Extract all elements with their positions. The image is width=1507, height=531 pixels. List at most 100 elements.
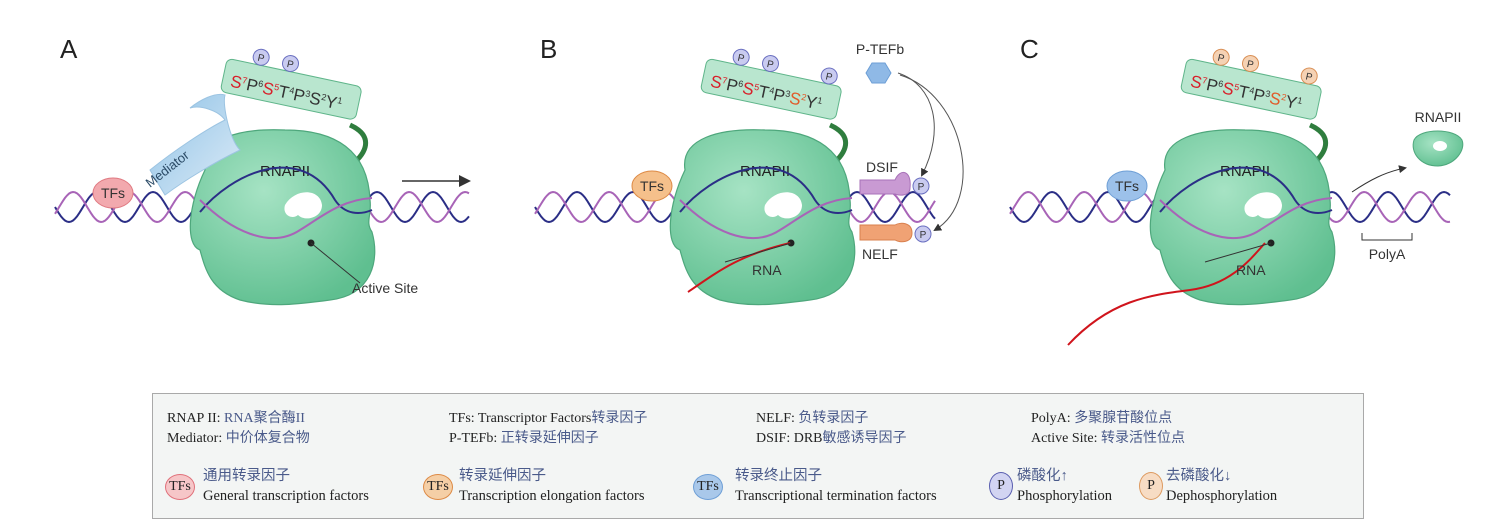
- phosphate-label: P: [286, 59, 295, 71]
- legend-key-cn: 去磷酸化↓: [1166, 468, 1232, 484]
- legend-key-en: General transcription factors: [203, 488, 369, 504]
- legend-desc: 转录活性位点: [1101, 431, 1185, 446]
- dephosphorylation-badge: P: [1139, 472, 1163, 500]
- ptefb-label: P-TEFb: [856, 41, 904, 57]
- legend-def-ptefb: P-TEFb: 正转录延伸因子: [449, 430, 599, 448]
- phosphorylation-badge: P: [989, 472, 1013, 500]
- legend-desc: 正转录延伸因子: [500, 431, 599, 446]
- rna-pointer: [1204, 242, 1272, 263]
- nelf-label: NELF: [862, 246, 898, 262]
- ctd-residue: T: [1237, 82, 1251, 103]
- ctd-position: 2: [1280, 92, 1287, 103]
- polymerase-label: RNAPII: [260, 163, 310, 180]
- released-polymerase-cleft: [1433, 141, 1447, 151]
- ctd-position: 2: [320, 92, 327, 103]
- ctd-phosphate-icon: [282, 55, 300, 73]
- ctd-position: 7: [1201, 75, 1208, 86]
- phosphate-label: P: [824, 71, 833, 83]
- ctd-position: 1: [1296, 95, 1303, 106]
- legend-def-dsif: DSIF: DRB敏感诱导因子: [756, 430, 907, 448]
- legend-term: Active Site:: [1031, 431, 1101, 446]
- ctd-phosphate-icon: [1242, 55, 1260, 73]
- phosphate-label: P: [920, 230, 927, 241]
- polymerase-cleft: [764, 192, 802, 219]
- panel-c: CRNAPIIS7P6S5T4P3S2Y1PPPRNATFsPolyARNAPI…: [1009, 34, 1464, 346]
- ctd-box: [700, 58, 842, 120]
- ctd-position: 2: [800, 92, 807, 103]
- rna-strand: [1067, 242, 1266, 346]
- release-arrow: [1351, 165, 1407, 193]
- ctd-phosphate-icon: [820, 67, 838, 85]
- ctd-position: 4: [768, 85, 775, 96]
- ctd-residue: S: [1268, 88, 1283, 109]
- ctd-sequence: S7P6S5T4P3S2Y1: [709, 72, 824, 114]
- legend-def-polya: PolyA: 多聚腺苷酸位点: [1031, 410, 1172, 428]
- tfs-label: TFs: [1115, 178, 1139, 194]
- dsif-label: DSIF: [866, 159, 898, 175]
- coding-strand: [1159, 197, 1333, 239]
- phosphate-label: P: [736, 53, 745, 65]
- elongation-tfs: [631, 170, 673, 202]
- ptefb-arrow-dsif: [897, 72, 935, 177]
- ctd-position: 4: [1248, 85, 1255, 96]
- ctd-position: 6: [737, 78, 744, 89]
- legend-key-en: Transcription elongation factors: [459, 488, 645, 504]
- ctd-position: 6: [257, 78, 264, 89]
- termination-tfs: [1106, 170, 1148, 202]
- ctd-residue: T: [277, 82, 291, 103]
- polymerase-label: RNAPII: [1220, 163, 1270, 180]
- phosphate-label: P: [256, 53, 265, 65]
- ctd-residue: S: [229, 72, 244, 93]
- panel-letter: C: [1020, 34, 1039, 64]
- ctd-position: 5: [753, 82, 760, 93]
- ctd-position: 3: [784, 88, 791, 99]
- ctd-position: 3: [304, 88, 311, 99]
- legend-key-cn: 转录延伸因子: [459, 468, 546, 484]
- polymerase-cleft: [1244, 192, 1282, 219]
- legend-term: DSIF: DRB: [756, 431, 823, 446]
- legend-term: NELF:: [756, 411, 799, 426]
- legend-term: RNAP II:: [167, 411, 225, 426]
- tfs-label: TFs: [640, 178, 664, 194]
- panel-letter: B: [540, 34, 557, 64]
- general-tfs-badge: TFs: [165, 474, 195, 500]
- ctd-box: [220, 58, 362, 120]
- phosphate-label: P: [1246, 59, 1255, 71]
- mediator: [149, 93, 241, 196]
- ctd-position: 1: [816, 95, 823, 106]
- coding-strand: [679, 197, 853, 239]
- active-site-label: Active Site: [352, 280, 418, 296]
- ctd-position: 7: [241, 75, 248, 86]
- dsif-phosphate-icon: [912, 177, 930, 195]
- polya-label: PolyA: [1369, 246, 1406, 262]
- legend-def-active-site: Active Site: 转录活性位点: [1031, 430, 1185, 448]
- rna-strand: [687, 242, 791, 293]
- polya-bracket: [1361, 233, 1413, 241]
- legend-def-mediator: Mediator: 中价体复合物: [167, 430, 310, 448]
- ctd-residue: S: [308, 88, 323, 109]
- legend-desc: RNA聚合酶II: [224, 411, 305, 426]
- ctd-phosphate-icon: [762, 55, 780, 73]
- template-strand: [679, 166, 853, 214]
- ctd-position: 7: [721, 75, 728, 86]
- ctd-box: [1180, 58, 1322, 120]
- phosphate-label: P: [1304, 71, 1313, 83]
- polymerase-label: RNAPII: [740, 163, 790, 180]
- legend-key-en: Transcriptional termination factors: [735, 488, 937, 504]
- ctd-position: 1: [336, 95, 343, 106]
- legend-key-phospho: 磷酸化↑Phosphorylation: [1017, 466, 1112, 506]
- legend-term: P-TEFb:: [449, 431, 501, 446]
- ctd-phosphate-icon: [1300, 67, 1318, 85]
- ctd-residue: S: [1189, 72, 1204, 93]
- legend-def-nelf: NELF: 负转录因子: [756, 410, 868, 428]
- ctd-residue: P: [292, 85, 307, 106]
- rnapii-polymerase: [669, 129, 856, 306]
- active-site-pointer: [310, 242, 361, 284]
- legend-desc: 转录因子: [591, 411, 648, 426]
- phosphate-label: P: [766, 59, 775, 71]
- legend-term: PolyA:: [1031, 411, 1075, 426]
- ctd-residue: P: [725, 75, 740, 96]
- template-strand: [1159, 166, 1333, 214]
